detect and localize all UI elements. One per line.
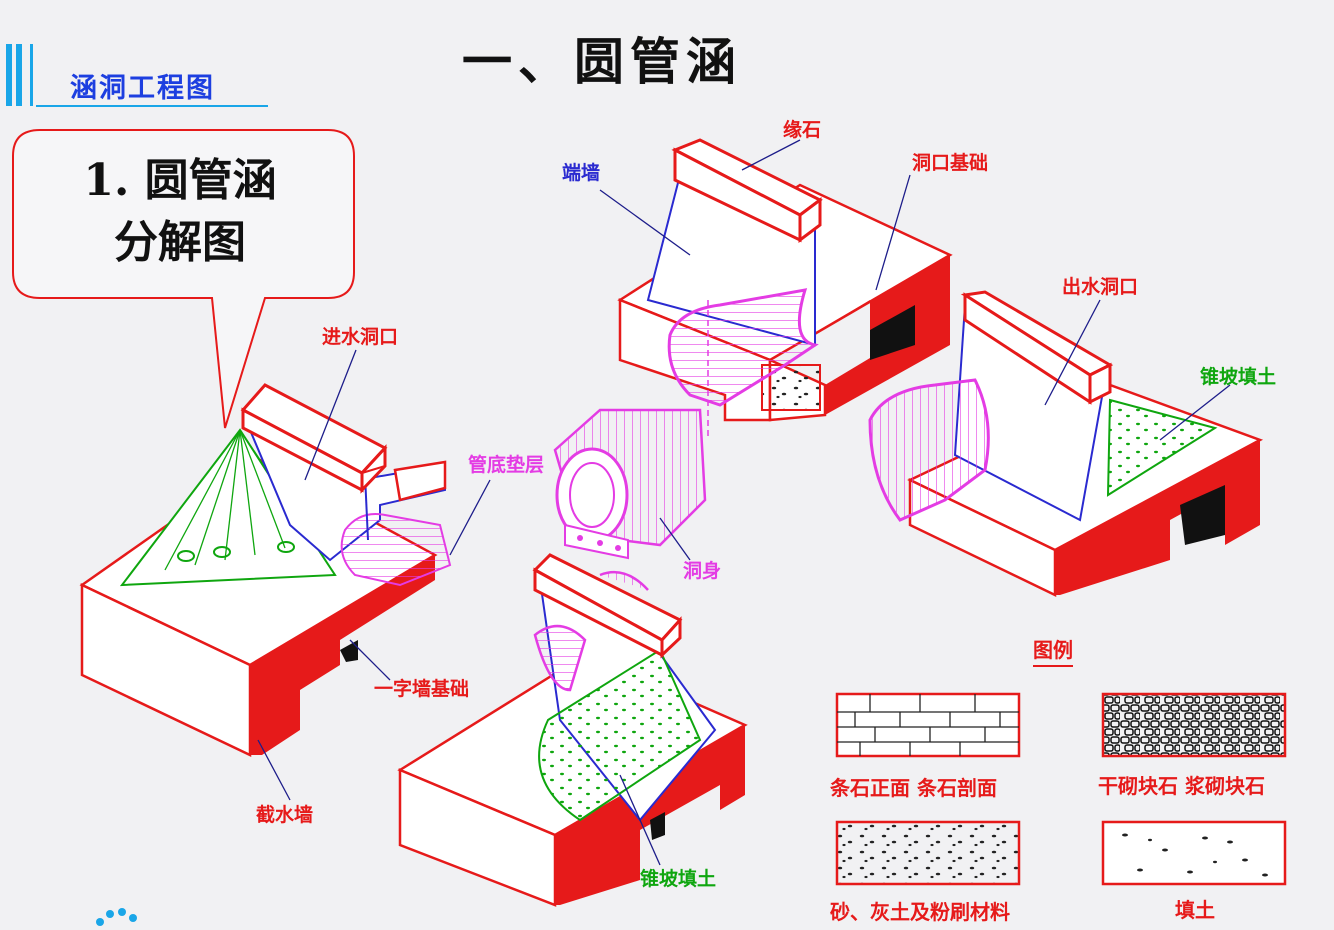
label-cone-fill-right: 锥坡填土 bbox=[1200, 366, 1277, 388]
label-straight-wall-foundation: 一字墙基础 bbox=[374, 678, 470, 700]
label-pipe-bedding: 管底垫层 bbox=[468, 454, 545, 476]
leader-lines bbox=[257, 139, 1231, 866]
callout-subtitle: 分解图 bbox=[114, 217, 246, 268]
label-cone-fill-bottom: 锥坡填土 bbox=[640, 868, 717, 890]
legend-box-rubble bbox=[1101, 692, 1287, 758]
culvert-body-drawing bbox=[553, 408, 707, 560]
label-cutoff-wall: 截水墙 bbox=[256, 804, 314, 826]
label-outlet: 出水洞口 bbox=[1062, 276, 1139, 298]
inlet-portal-drawing bbox=[79, 383, 452, 757]
page-title: 一、圆管涵 bbox=[462, 32, 742, 91]
legend-caption-fill: 填土 bbox=[1175, 898, 1215, 922]
label-coping-stone: 缘石 bbox=[783, 119, 822, 141]
legend-caption-rubble: 干砌块石 浆砌块石 bbox=[1098, 774, 1265, 798]
label-portal-foundation: 洞口基础 bbox=[912, 152, 989, 174]
label-inlet: 进水洞口 bbox=[322, 326, 399, 348]
legend-box-stone bbox=[835, 692, 1021, 758]
cone-fill-drawing bbox=[397, 553, 748, 907]
logo-dots-icon bbox=[96, 908, 137, 926]
legend-box-fill bbox=[1101, 820, 1287, 886]
header-accent-bars bbox=[6, 44, 268, 107]
legend-caption-sand: 砂、灰土及粉刷材料 bbox=[830, 900, 1010, 924]
end-wall-drawing bbox=[617, 138, 953, 440]
label-end-wall: 端墙 bbox=[562, 162, 601, 184]
legend-caption-stone: 条石正面 条石剖面 bbox=[830, 776, 997, 800]
section-label: 涵洞工程图 bbox=[70, 73, 215, 104]
callout-title: 1. 圆管涵 bbox=[83, 155, 277, 206]
label-culvert-body: 洞身 bbox=[683, 560, 722, 582]
legend-title: 图例 bbox=[1033, 634, 1073, 667]
callout-bubble bbox=[12, 129, 355, 429]
legend-box-sand bbox=[835, 820, 1021, 886]
outlet-portal-drawing bbox=[868, 290, 1264, 597]
